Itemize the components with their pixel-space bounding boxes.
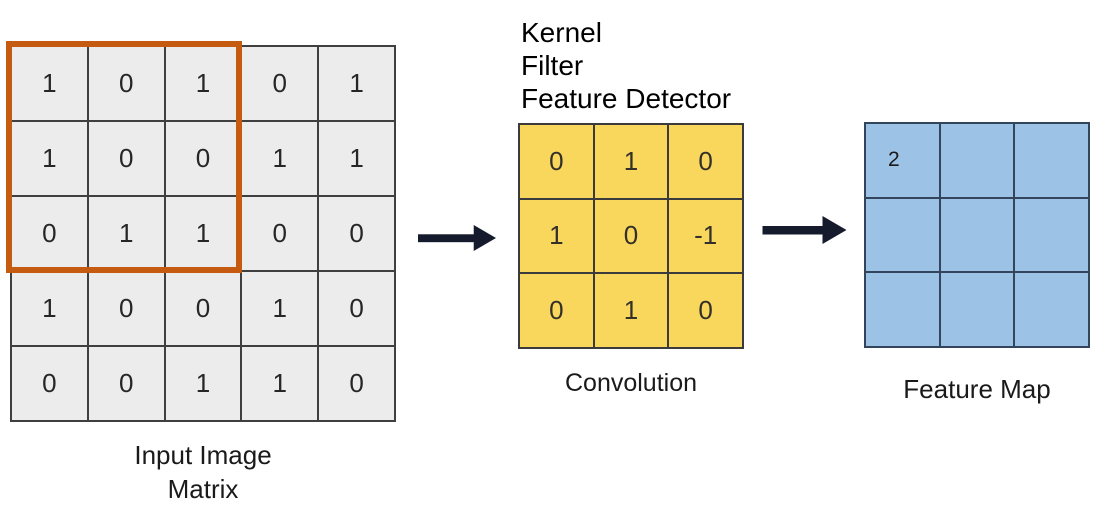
input-matrix-cell: 0 — [12, 197, 87, 270]
input-matrix-cell: 0 — [319, 347, 394, 420]
input-matrix-cell: 0 — [319, 197, 394, 270]
arrow-head — [822, 216, 847, 244]
feature-map-caption: Feature Map — [903, 374, 1051, 404]
feature-map-cell — [866, 198, 939, 272]
kernel-cell: 0 — [520, 125, 593, 198]
input-matrix-cell: 1 — [165, 197, 241, 270]
input-matrix-cell: 0 — [319, 272, 394, 345]
kernel-title-line-1: Kernel — [521, 17, 602, 48]
input-matrix-cell: 1 — [12, 272, 87, 345]
input-matrix-cell: 0 — [242, 47, 318, 120]
input-matrix-caption: Input Image Matrix — [10, 438, 396, 506]
kernel-cell: 0 — [669, 125, 742, 198]
input-matrix-cell: 1 — [88, 197, 164, 270]
input-matrix-cell: 1 — [242, 272, 318, 345]
kernel-cell: 1 — [594, 125, 668, 198]
kernel-cell: 1 — [594, 274, 668, 347]
input-matrix-cell: 0 — [165, 122, 241, 195]
input-matrix-cell: 0 — [165, 272, 241, 345]
arrow-shaft — [762, 226, 825, 235]
feature-map-cell — [1015, 273, 1088, 346]
input-matrix-cell: 1 — [319, 47, 394, 120]
kernel-cell: 1 — [520, 199, 593, 273]
input-matrix-cell: 1 — [242, 122, 318, 195]
feature-map-grid: 2 — [864, 122, 1090, 348]
input-matrix-cell: 1 — [165, 47, 241, 120]
kernel-cell: 0 — [594, 199, 668, 273]
input-matrix-cell: 0 — [88, 347, 164, 420]
input-matrix-cell: 1 — [165, 347, 241, 420]
convolution-caption: Convolution — [564, 369, 698, 397]
input-matrix-cell: 1 — [12, 47, 87, 120]
input-matrix-cell: 0 — [88, 272, 164, 345]
feature-map-cell — [866, 273, 939, 346]
feature-map-cell — [1015, 124, 1088, 197]
kernel-cell: 0 — [520, 274, 593, 347]
input-matrix-cell: 0 — [88, 47, 164, 120]
input-matrix-cell: 1 — [242, 347, 318, 420]
arrow-input-to-kernel — [418, 225, 496, 251]
input-matrix-cell: 0 — [12, 347, 87, 420]
arrow-shaft — [418, 234, 476, 243]
arrow-kernel-to-feature-map — [762, 216, 847, 244]
feature-map-cell — [940, 124, 1014, 197]
feature-map-cell — [1015, 198, 1088, 272]
kernel-title-line-3: Feature Detector — [521, 83, 732, 114]
input-matrix-caption-text: Input Image Matrix — [134, 440, 272, 504]
kernel-title: Kernel Filter Feature Detector — [521, 16, 731, 115]
kernel-cell: -1 — [669, 199, 742, 273]
feature-map-cell — [940, 198, 1014, 272]
input-matrix-cell: 0 — [242, 197, 318, 270]
input-matrix-cell: 1 — [12, 122, 87, 195]
kernel-title-line-2: Filter — [521, 50, 584, 81]
feature-map-cell — [940, 273, 1014, 346]
input-matrix-cell: 1 — [319, 122, 394, 195]
arrow-head — [473, 225, 496, 251]
input-matrix-cell: 0 — [88, 122, 164, 195]
feature-map-cell: 2 — [866, 124, 939, 197]
kernel-cell: 0 — [669, 274, 742, 347]
